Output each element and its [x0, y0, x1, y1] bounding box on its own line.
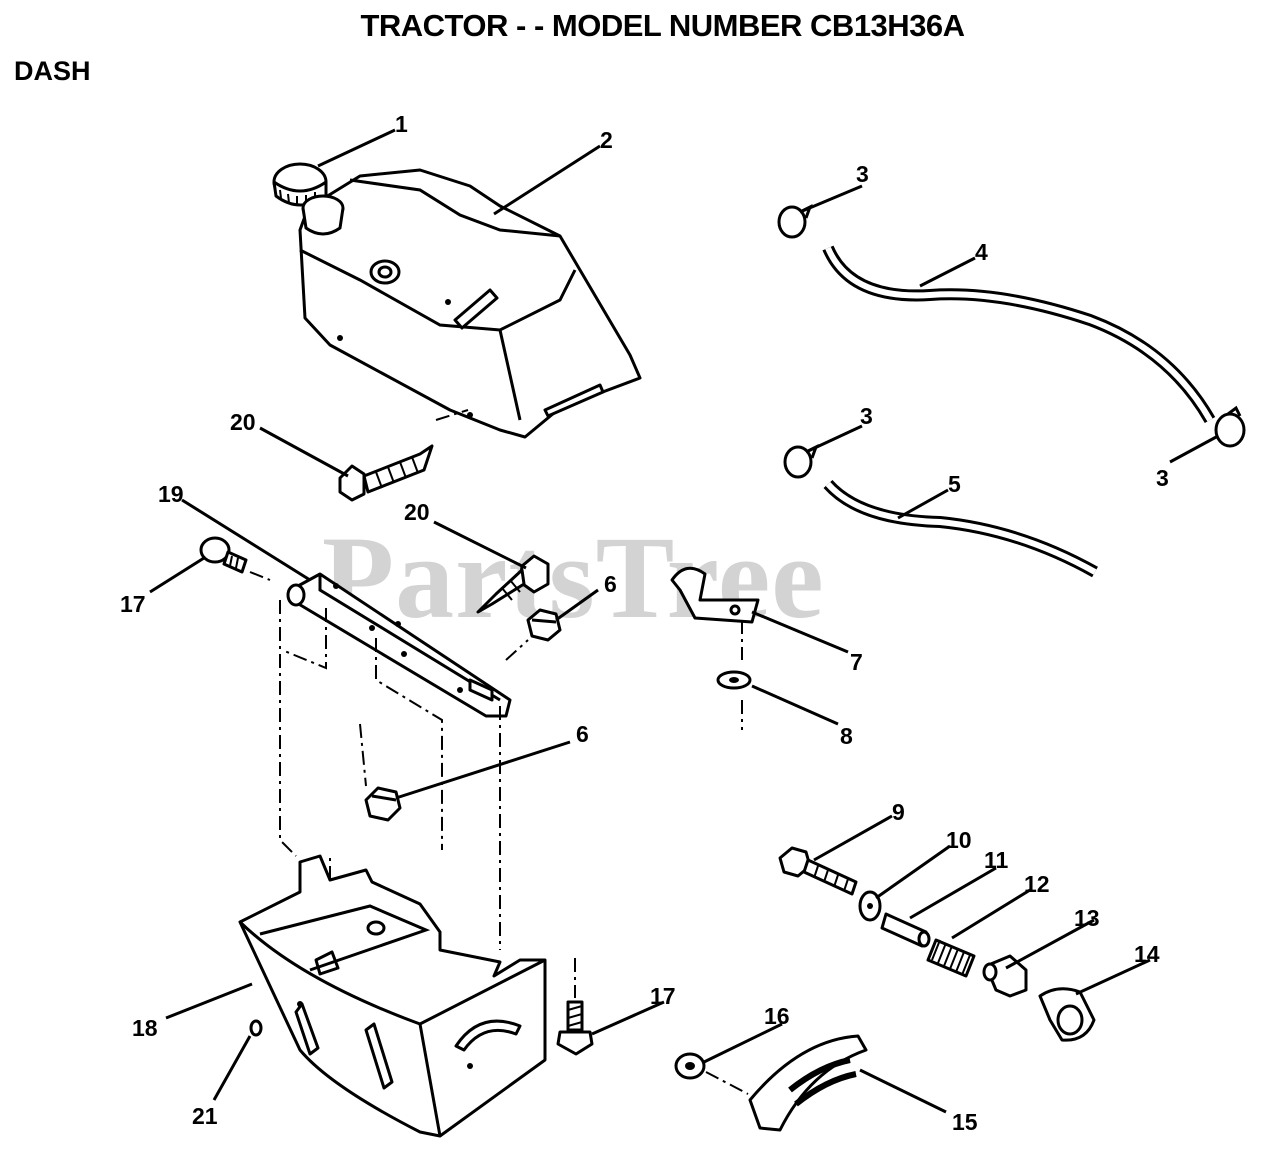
dash-panel-part[interactable] — [238, 854, 547, 1138]
callout-17-right: 17 — [650, 983, 676, 1009]
page-title: TRACTOR - - MODEL NUMBER CB13H36A — [360, 8, 965, 43]
callout-14: 14 — [1134, 941, 1160, 967]
callout-9: 9 — [892, 799, 905, 825]
callout-11: 11 — [984, 847, 1009, 873]
hose-clamp-part[interactable] — [777, 203, 813, 239]
screw-part[interactable] — [249, 1019, 263, 1037]
washer-part[interactable] — [674, 1052, 706, 1080]
callout-10: 10 — [946, 827, 972, 853]
callout-labels: 1 2 3 4 3 3 5 20 19 20 17 6 7 8 6 9 10 1… — [120, 111, 1169, 1135]
callout-20-upper: 20 — [230, 409, 256, 435]
screw-part[interactable] — [338, 444, 434, 502]
bolt-part[interactable] — [556, 1000, 594, 1056]
throttle-block-part[interactable] — [982, 954, 1028, 998]
callout-18: 18 — [132, 1015, 158, 1041]
alignment-lines — [249, 409, 749, 1095]
fuel-line-part[interactable] — [823, 479, 1098, 578]
callout-8: 8 — [840, 723, 853, 749]
callout-1: 1 — [395, 111, 408, 137]
bolt-part[interactable] — [778, 846, 858, 896]
callout-3-top: 3 — [856, 161, 869, 187]
callout-2: 2 — [600, 127, 613, 153]
callout-6-lower: 6 — [576, 721, 589, 747]
callout-21: 21 — [192, 1103, 218, 1129]
fuel-line-part[interactable] — [822, 245, 1216, 423]
section-title: DASH — [14, 56, 91, 86]
throttle-plate-part[interactable] — [748, 1034, 868, 1132]
hose-clip-part[interactable] — [670, 566, 760, 624]
washer-part[interactable] — [716, 670, 752, 690]
throttle-knob-part[interactable] — [1038, 987, 1096, 1042]
callout-4: 4 — [975, 239, 988, 265]
washer-part[interactable] — [858, 890, 882, 922]
hose-clamp-part[interactable] — [783, 443, 819, 479]
dash-bracket-part[interactable] — [286, 572, 512, 718]
callout-6-upper: 6 — [604, 571, 617, 597]
hex-nut-part[interactable] — [526, 608, 562, 642]
fuel-tank-part[interactable] — [298, 168, 642, 439]
hex-nut-part[interactable] — [364, 786, 402, 822]
callout-5: 5 — [948, 471, 961, 497]
callout-3-middle: 3 — [860, 403, 873, 429]
callout-13: 13 — [1074, 905, 1100, 931]
bolt-part[interactable] — [199, 536, 248, 574]
callout-15: 15 — [952, 1109, 978, 1135]
callout-3-right: 3 — [1156, 465, 1169, 491]
leader-lines — [149, 128, 1219, 1114]
callout-7: 7 — [850, 649, 863, 675]
callout-20-lower: 20 — [404, 499, 430, 525]
screw-part[interactable] — [476, 554, 550, 614]
spacer-part[interactable] — [880, 912, 931, 948]
hose-clamp-part[interactable] — [1214, 405, 1246, 448]
callout-19: 19 — [158, 481, 184, 507]
callout-12: 12 — [1024, 871, 1050, 897]
spring-part[interactable] — [926, 938, 976, 978]
callout-16: 16 — [764, 1003, 790, 1029]
callout-17-left: 17 — [120, 591, 146, 617]
